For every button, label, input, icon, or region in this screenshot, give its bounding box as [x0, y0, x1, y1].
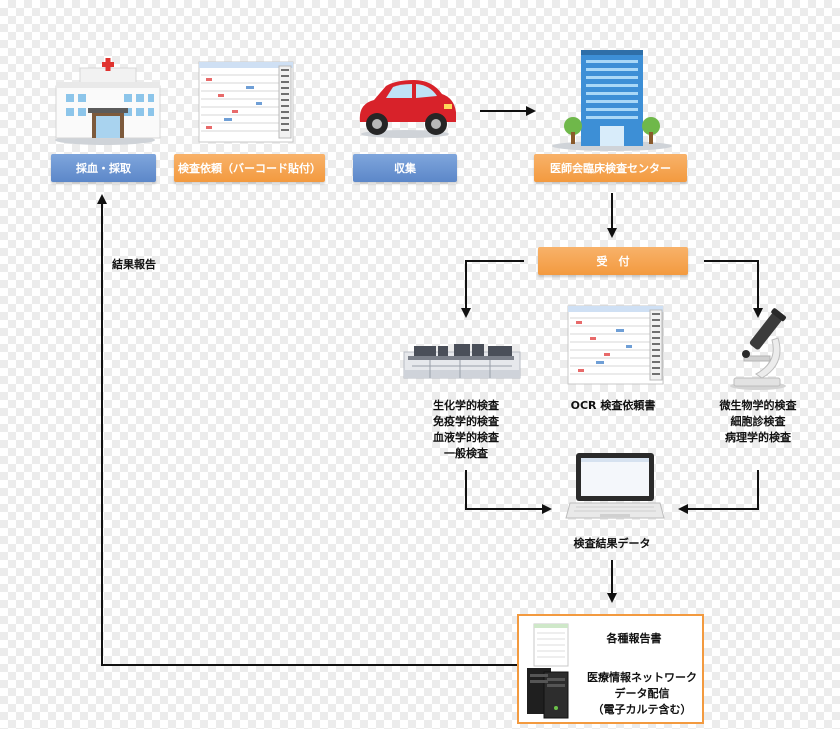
- reception-label: 受 付: [596, 255, 630, 268]
- test-item: 生化学的検査: [433, 399, 499, 412]
- arrow-reception-to-left: [461, 260, 524, 318]
- center-label: 医師会臨床検査センター: [550, 162, 671, 175]
- arrow-left-to-laptop: [465, 470, 552, 514]
- test-item: 免疫学的検査: [433, 415, 499, 428]
- right-tests-list: 微生物学的検査 細胞診検査 病理学的検査: [706, 398, 810, 446]
- result-report-label: 結果報告: [112, 258, 156, 271]
- pickup-label: 収集: [394, 162, 416, 175]
- arrow-right-to-laptop: [678, 470, 759, 514]
- left-tests-list: 生化学的検査 免疫学的検査 血液学的検査 一般検査: [416, 398, 516, 462]
- reception-box: 受 付: [538, 247, 688, 275]
- reports-label: 各種報告書: [606, 632, 662, 645]
- collection-label: 採血・採取: [76, 162, 131, 175]
- results-data-label: 検査結果データ: [573, 537, 651, 550]
- collection-box: 採血・採取: [51, 154, 156, 182]
- network-line: （電子カルテ含む）: [592, 703, 692, 716]
- request-label: 検査依頼（バーコード貼付）: [178, 162, 321, 175]
- network-line: 医療情報ネットワーク: [587, 671, 697, 684]
- pickup-box: 収集: [353, 154, 457, 182]
- test-item: 細胞診検査: [730, 415, 786, 428]
- request-box: 検査依頼（バーコード貼付）: [174, 154, 325, 182]
- ocr-request-label: OCR 検査依頼書: [570, 399, 656, 412]
- network-line: データ配信: [614, 687, 670, 700]
- center-box: 医師会臨床検査センター: [534, 154, 687, 182]
- test-item: 微生物学的検査: [719, 399, 797, 412]
- network-label: 医療情報ネットワーク データ配信 （電子カルテ含む）: [572, 670, 712, 718]
- test-item: 一般検査: [444, 447, 488, 460]
- arrow-reception-to-right: [704, 260, 763, 318]
- test-item: 血液学的検査: [433, 431, 499, 444]
- arrow-output-to-collection: [97, 194, 517, 666]
- test-item: 病理学的検査: [725, 431, 791, 444]
